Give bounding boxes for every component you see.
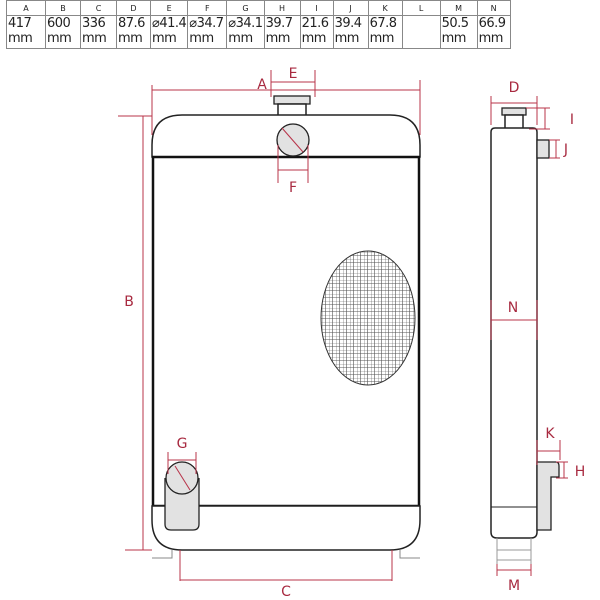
mount-feet [152,550,420,559]
unit: mm [334,31,360,46]
unit: mm [118,31,143,46]
value: 336 [82,16,106,31]
value: 87.6 [118,16,145,31]
side-outlet [536,461,560,531]
unit: mm [47,31,72,46]
fan-shroud-mesh [320,250,416,386]
value: 66.9 [478,16,506,31]
value: ⌀41.4 [152,16,187,31]
unit: mm [441,31,467,46]
value: ⌀34.7 [189,16,224,31]
unit: mm [301,31,327,46]
label-F: F [289,180,297,196]
side-body [490,127,538,539]
unit: mm [152,31,177,46]
label-E: E [289,66,298,82]
side-cap [501,107,527,116]
label-I: I [570,112,574,128]
unit: mm [478,31,504,46]
label-D: D [509,80,520,96]
label-C: C [281,584,291,600]
column-header: N [476,0,511,16]
label-M: M [508,578,520,594]
unit: mm [8,31,33,46]
unit: mm [369,31,395,46]
label-G: G [177,436,188,452]
label-H: H [575,464,586,480]
value: 21.6 [301,16,329,31]
label-J: J [563,142,568,158]
label-A: A [257,77,267,93]
value: ⌀34.1 [228,16,263,31]
value: 39.7 [265,16,293,31]
value: 67.8 [369,16,397,31]
unit: mm [265,31,291,46]
label-K: K [545,426,555,442]
value: 600 [47,16,71,31]
bottom-tank [151,505,421,551]
unit: mm [189,31,214,46]
side-inlet [536,139,550,159]
label-N: N [508,300,518,316]
side-view [490,107,560,572]
unit: mm [228,31,253,46]
filler-neck [277,103,307,117]
value: 39.4 [334,16,362,31]
value: 50.5 [441,16,469,31]
unit: mm [82,31,107,46]
value: 417 [8,16,32,31]
filler-cap [273,95,311,105]
label-B: B [124,294,134,310]
front-view [151,95,421,559]
dimension-lines: A E F B C G D I J N K H M [118,66,585,600]
